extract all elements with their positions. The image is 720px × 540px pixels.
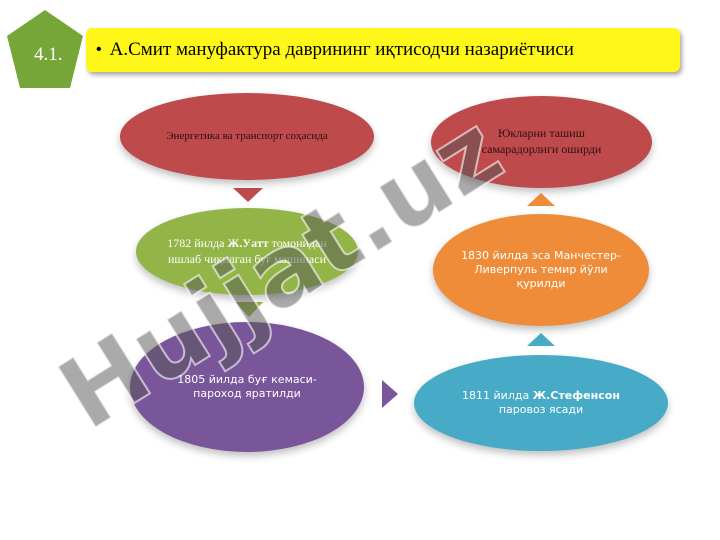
title-bar: • А.Смит мануфактура даврининг иқтисодчи… [86, 28, 680, 72]
section-number-badge [7, 10, 83, 88]
arrow-down-red [233, 188, 263, 202]
arrow-up-orange [527, 193, 555, 206]
node-stephenson-locomotive: 1811 йилда Ж.Стефенсон паровоз ясади [414, 355, 668, 451]
bullet-icon: • [96, 41, 102, 58]
node-railway: 1830 йилда эса Манчестер-Ливерпуль темир… [433, 214, 649, 326]
node-steamboat: 1805 йилда буғ кемаси-пароход яратилди [130, 322, 364, 452]
watermark-text: Hujjat.uz [40, 93, 521, 453]
arrow-up-teal [527, 333, 555, 346]
section-number: 4.1. [34, 44, 63, 65]
node-energy-transport: Энергетика ва транспорт соҳасида [120, 93, 374, 180]
arrow-down-green [235, 302, 263, 317]
node-watt-steam-engine: 1782 йилда Ж.Уатт томонидан ишлаб чиқилг… [136, 208, 358, 295]
arrow-right-purple [382, 380, 398, 408]
node-productivity: Юкларни ташиш самарадорлиги оширди [431, 96, 652, 188]
page-title: А.Смит мануфактура даврининг иқтисодчи н… [109, 39, 574, 60]
